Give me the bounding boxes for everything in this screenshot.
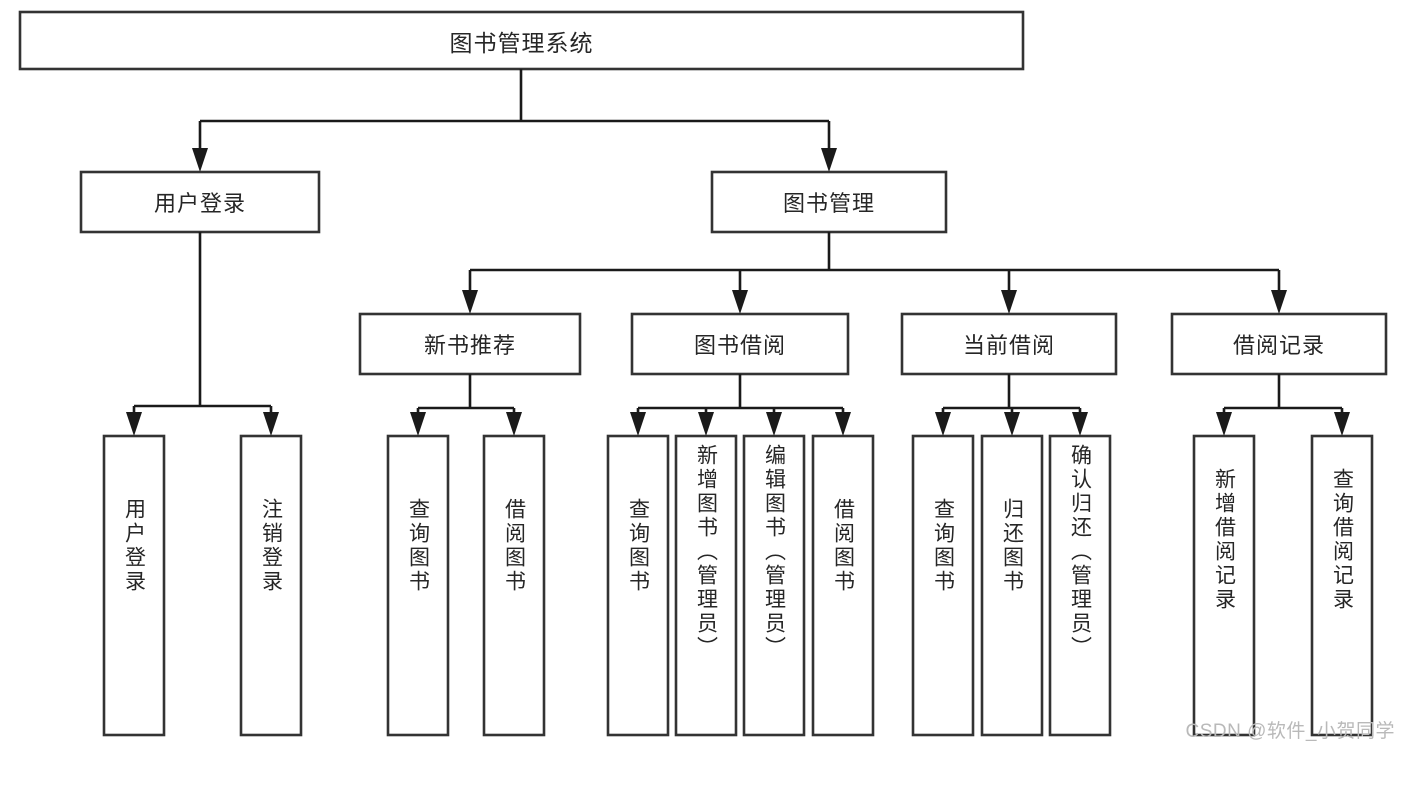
node-current-borrow-box[interactable] [900, 312, 1118, 376]
arrow-head-icon [1001, 290, 1017, 314]
node-leaf-query-book-1-box[interactable] [386, 434, 450, 737]
arrow-head-icon [732, 290, 748, 314]
arrow-head-icon [1216, 412, 1232, 436]
arrow-head-icon [698, 412, 714, 436]
arrow-head-icon [126, 412, 142, 436]
node-user-login-box[interactable] [79, 170, 321, 234]
connector-book-borrow-to-leaves [630, 374, 851, 436]
arrow-head-icon [821, 148, 837, 172]
node-book-manage-box[interactable] [710, 170, 948, 234]
arrow-head-icon [263, 412, 279, 436]
csdn-watermark: CSDN @软件_小贺同学 [1185, 721, 1395, 742]
node-leaf-return-book-box[interactable] [980, 434, 1044, 737]
node-leaf-user-login-box[interactable] [102, 434, 166, 737]
connector-current-borrow-to-leaves [935, 374, 1088, 436]
node-root-box[interactable] [18, 10, 1025, 71]
node-leaf-add-record-box[interactable] [1192, 434, 1256, 737]
arrow-head-icon [410, 412, 426, 436]
connector-book-manage-to-level2 [462, 232, 1287, 314]
node-borrow-record-box[interactable] [1170, 312, 1388, 376]
arrow-head-icon [1072, 412, 1088, 436]
arrow-head-icon [192, 148, 208, 172]
diagram-canvas: 图书管理系统 用户登录 图书管理 新书推荐 图书借阅 当前借阅 借阅记录 用户登… [18, 10, 1395, 742]
arrow-head-icon [1334, 412, 1350, 436]
node-book-borrow-box[interactable] [630, 312, 850, 376]
connector-new-book-rec-to-leaves [410, 374, 522, 436]
node-leaf-query-record-box[interactable] [1310, 434, 1374, 737]
node-leaf-query-book-3-box[interactable] [911, 434, 975, 737]
node-leaf-add-book-box[interactable] [674, 434, 738, 737]
flowchart-svg [18, 10, 1388, 737]
node-leaf-confirm-return-box[interactable] [1048, 434, 1112, 737]
arrow-head-icon [766, 412, 782, 436]
arrow-head-icon [1004, 412, 1020, 436]
connector-root-to-level1 [192, 69, 837, 172]
node-leaf-query-book-2-box[interactable] [606, 434, 670, 737]
arrow-head-icon [935, 412, 951, 436]
node-leaf-logout-box[interactable] [239, 434, 303, 737]
arrow-head-icon [835, 412, 851, 436]
node-leaf-edit-book-box[interactable] [742, 434, 806, 737]
node-new-book-rec-box[interactable] [358, 312, 582, 376]
node-leaf-borrow-book-2-box[interactable] [811, 434, 875, 737]
node-leaf-borrow-book-1-box[interactable] [482, 434, 546, 737]
arrow-head-icon [506, 412, 522, 436]
arrow-head-icon [462, 290, 478, 314]
connector-user-login-to-leaves [126, 232, 279, 436]
arrow-head-icon [1271, 290, 1287, 314]
arrow-head-icon [630, 412, 646, 436]
connector-borrow-record-to-leaves [1216, 374, 1350, 436]
